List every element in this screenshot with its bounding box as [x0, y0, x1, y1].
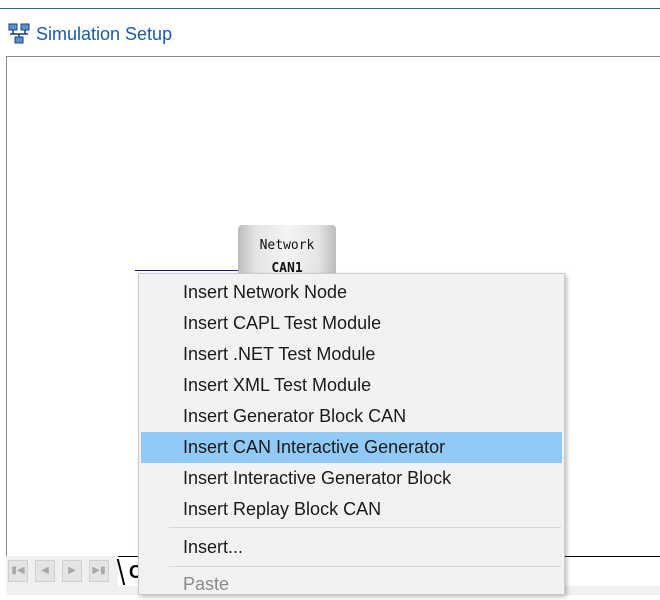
menu-item-insert-interactive-generator-block[interactable]: Insert Interactive Generator Block [141, 463, 562, 494]
context-menu: Insert Network Node Insert CAPL Test Mod… [138, 273, 565, 595]
prev-icon[interactable]: ◀ [35, 560, 55, 582]
menu-item-insert-generator-block-can[interactable]: Insert Generator Block CAN [141, 401, 562, 432]
network-node-title: Network [259, 238, 315, 253]
top-window-edge [0, 0, 660, 12]
menu-item-label: Insert .NET Test Module [183, 344, 376, 364]
menu-separator [169, 566, 561, 567]
menu-item-label: Paste [183, 574, 230, 594]
menu-item-label: Insert Generator Block CAN [183, 406, 407, 426]
last-icon[interactable]: ▶▮ [89, 560, 109, 582]
menu-separator [169, 527, 561, 528]
menu-item-label: Insert Replay Block CAN [183, 499, 382, 519]
menu-item-insert[interactable]: Insert... [141, 532, 562, 563]
menu-item-label: Insert... [183, 537, 244, 557]
menu-item-insert-can-interactive-generator[interactable]: Insert CAN Interactive Generator [141, 432, 562, 463]
network-setup-icon [8, 23, 30, 45]
tab-edge [116, 559, 126, 585]
can-bus-line[interactable] [135, 270, 245, 271]
menu-item-insert-network-node[interactable]: Insert Network Node [141, 277, 562, 308]
menu-item-label: Insert Network Node [183, 282, 348, 302]
menu-item-label: Insert CAPL Test Module [183, 313, 382, 333]
first-icon[interactable]: ▮◀ [8, 560, 28, 582]
menu-item-insert-capl-test-module[interactable]: Insert CAPL Test Module [141, 308, 562, 339]
next-icon[interactable]: ▶ [62, 560, 82, 582]
menu-item-paste[interactable]: Paste [141, 569, 562, 600]
menu-item-label: Insert CAN Interactive Generator [183, 437, 446, 457]
network-node-name: CAN1 [271, 261, 303, 276]
window-title: Simulation Setup [36, 24, 173, 44]
menu-item-insert-replay-block-can[interactable]: Insert Replay Block CAN [141, 494, 562, 525]
menu-item-label: Insert XML Test Module [183, 375, 372, 395]
top-edge-line [0, 8, 660, 9]
menu-item-label: Insert Interactive Generator Block [183, 468, 452, 488]
menu-item-insert-xml-test-module[interactable]: Insert XML Test Module [141, 370, 562, 401]
menu-item-insert-net-test-module[interactable]: Insert .NET Test Module [141, 339, 562, 370]
title-bar: Simulation Setup [0, 12, 660, 56]
